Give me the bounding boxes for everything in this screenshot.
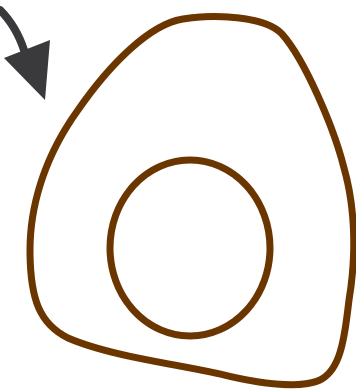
drawing-canvas (0, 0, 356, 389)
